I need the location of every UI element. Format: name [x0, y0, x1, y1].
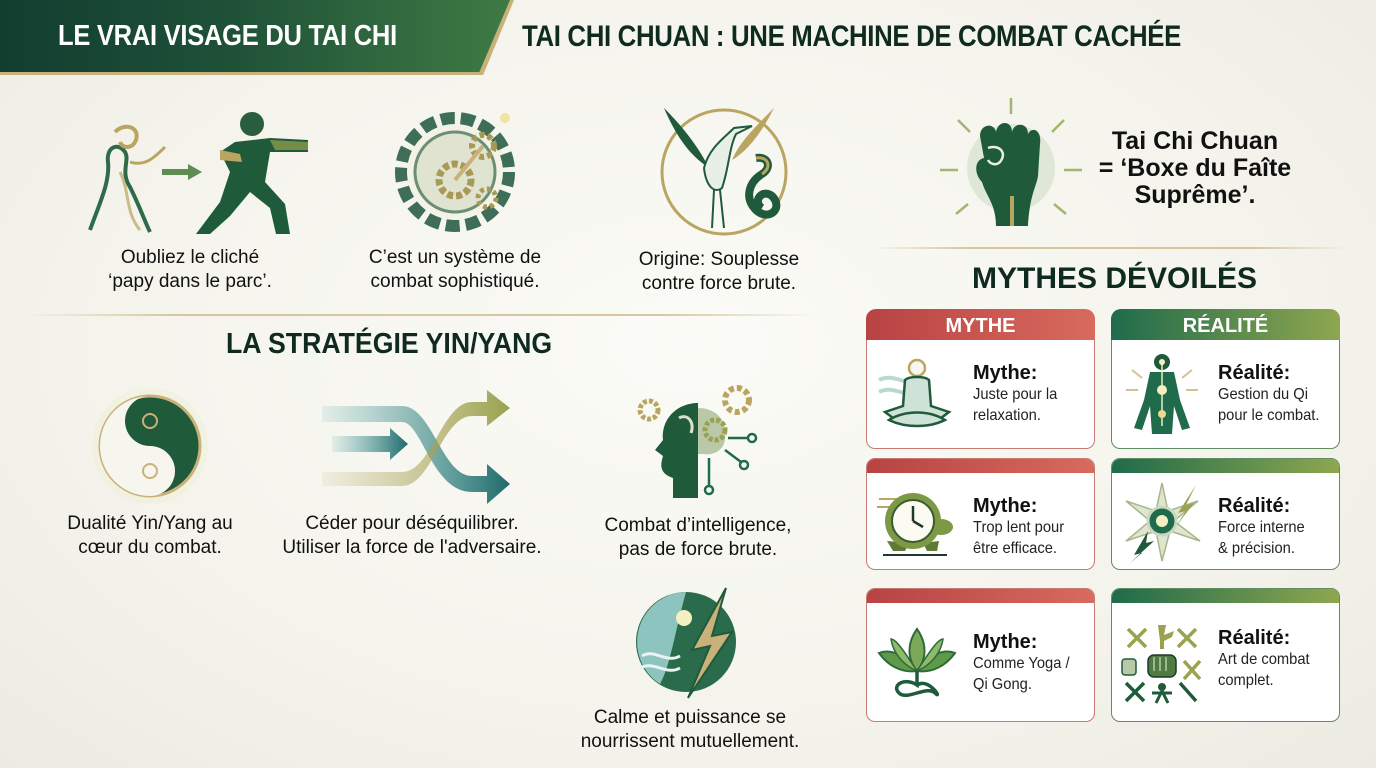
clock-turtle-icon	[877, 493, 953, 556]
strategy-title: LA STRATÉGIE YIN/YANG	[226, 328, 553, 360]
title-banner	[0, 0, 510, 72]
myth-card-relaxation: Mythe: Juste pour la relaxation.	[866, 340, 1095, 449]
banner-title: LE VRAI VISAGE DU TAI CHI	[58, 20, 397, 52]
reality-card-qi: Réalité: Gestion du Qi pour le combat.	[1111, 340, 1340, 449]
strategy-calm-power-caption: Calme et puissance se nourrissent mutuel…	[580, 707, 800, 752]
strategy-item-intelligence: Combat d’intelligence, pas de force brut…	[578, 378, 818, 562]
strategy-yin-yang-caption: Dualité Yin/Yang au cœur du combat.	[67, 513, 233, 558]
strategy-yield-caption: Céder pour déséquilibrer. Utiliser la fo…	[282, 513, 542, 558]
crane-snake-icon	[660, 108, 788, 236]
strategy-intelligence-caption: Combat d’intelligence, pas de force brut…	[604, 515, 792, 560]
feature-origin-caption: Origine: Souplesse contre force brute.	[638, 249, 800, 294]
reality-column-header: RÉALITÉ	[1111, 309, 1340, 343]
divider-right	[870, 247, 1350, 249]
page-subtitle: TAI CHI CHUAN : UNE MACHINE DE COMBAT CA…	[522, 20, 1182, 53]
strategy-item-yield: Céder pour déséquilibrer. Utiliser la fo…	[262, 386, 562, 560]
feature-origin: Origine: Souplesse contre force brute.	[604, 98, 834, 296]
feature-cliche: Oubliez le cliché ‘papy dans le parc’.	[60, 112, 320, 294]
lotus-leaves-icon	[877, 627, 957, 697]
crossing-arrows-icon	[322, 390, 510, 504]
yin-yang-icon	[92, 388, 208, 504]
raised-fist-icon	[940, 98, 1082, 226]
meditation-icon	[878, 358, 952, 428]
strategy-item-calm-power: Calme et puissance se nourrissent mutuel…	[560, 586, 820, 754]
reality-card-internal-force: Réalité: Force interne & précision.	[1111, 458, 1340, 570]
brain-gears-icon	[637, 385, 758, 498]
gears-system-icon	[387, 104, 523, 240]
energy-burst-icon	[1125, 482, 1201, 563]
myth-column-header: MYTHE	[866, 309, 1095, 343]
myth-card-yoga: Mythe: Comme Yoga / Qi Gong.	[866, 588, 1095, 722]
feature-system: C’est un système de combat sophistiqué.	[340, 100, 570, 294]
myth-card-too-slow: Mythe: Trop lent pour être efficace.	[866, 458, 1095, 570]
divider-left	[20, 314, 820, 316]
transformation-figure-icon	[88, 112, 308, 234]
strategy-item-yin-yang: Dualité Yin/Yang au cœur du combat.	[40, 386, 260, 560]
feature-system-caption: C’est un système de combat sophistiqué.	[368, 247, 542, 292]
water-lightning-icon	[636, 587, 736, 699]
qi-body-icon	[1126, 354, 1198, 434]
myths-title: MYTHES DÉVOILÉS	[972, 262, 1258, 295]
reality-card-complete-art: Réalité: Art de combat complet.	[1111, 588, 1340, 722]
feature-cliche-caption: Oubliez le cliché ‘papy dans le parc’.	[108, 247, 272, 292]
martial-weapons-icon	[1121, 625, 1202, 704]
fist-callout-text: Tai Chi Chuan = ‘Boxe du Faîte Suprême’.	[1098, 127, 1292, 209]
